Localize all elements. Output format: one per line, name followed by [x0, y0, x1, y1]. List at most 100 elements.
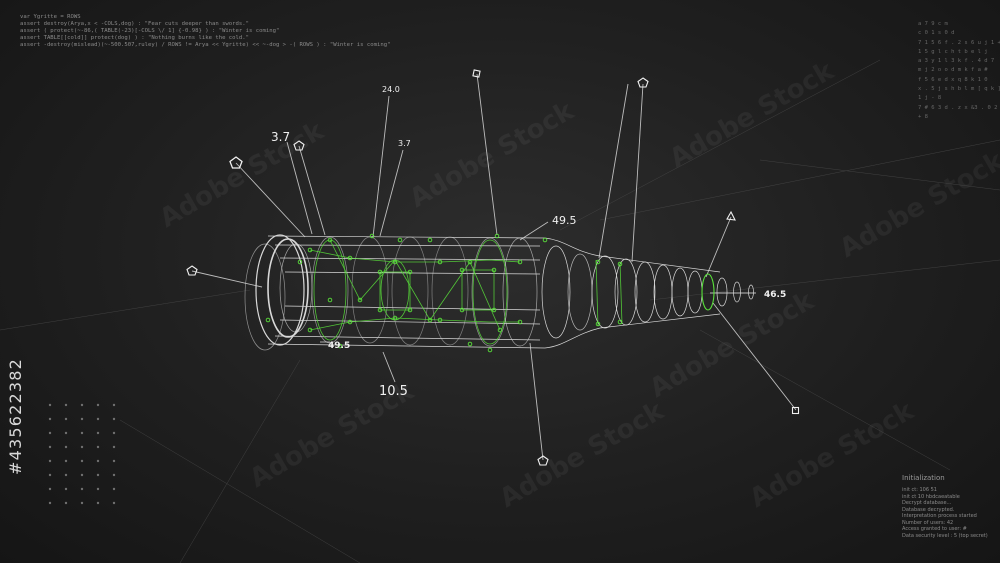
- grid-dot: [80, 417, 84, 421]
- grid-dot: [112, 431, 116, 435]
- grid-dot: [48, 487, 52, 491]
- grid-dot: [80, 473, 84, 477]
- mesh-node: [357, 297, 363, 303]
- mesh-node: [491, 267, 497, 273]
- mesh-node: [517, 259, 523, 265]
- text-line: assert TABLE[[cold]] protect(dog) ) : "N…: [20, 35, 250, 41]
- mesh-node: [459, 307, 465, 313]
- text-line: 1 5 g l c h t b e l j: [918, 48, 988, 55]
- measurement-label: 10.5: [379, 384, 408, 399]
- grid-dot: [64, 487, 68, 491]
- square-icon: [791, 406, 800, 415]
- grid-dot: [80, 501, 84, 505]
- pentagon-icon: [293, 140, 305, 151]
- mesh-node: [337, 343, 343, 349]
- mesh-node: [617, 261, 623, 267]
- dot-grid: [48, 403, 116, 505]
- text-line: Data security level : 5 (top secret): [902, 532, 988, 539]
- grid-dot: [96, 459, 100, 463]
- mesh-node: [392, 259, 398, 265]
- measurement-label: 49.5: [552, 214, 577, 227]
- grid-dot: [64, 445, 68, 449]
- grid-dot: [96, 445, 100, 449]
- mesh-node: [307, 247, 313, 253]
- text-line: assert ( protect(~-86,( TABLE(-23)[-COLS…: [20, 28, 280, 34]
- mesh-node: [437, 259, 443, 265]
- mesh-node: [595, 259, 601, 265]
- mesh-node: [392, 315, 398, 321]
- grid-dot: [48, 459, 52, 463]
- grid-dot: [64, 501, 68, 505]
- text-line: x . 5 j s h b l m [ q k ]: [918, 86, 1000, 93]
- grid-dot: [112, 445, 116, 449]
- square-icon: [472, 69, 481, 78]
- mesh-node: [491, 307, 497, 313]
- grid-dot: [64, 459, 68, 463]
- grid-dot: [80, 431, 84, 435]
- text-line: f 5 6 e d x q 8 k 1 0: [918, 76, 988, 83]
- grid-dot: [112, 403, 116, 407]
- mesh-node: [437, 317, 443, 323]
- grid-dot: [112, 501, 116, 505]
- mesh-node: [497, 327, 503, 333]
- wireframe-bottle: [244, 234, 754, 351]
- measurement-label: 46.5: [764, 290, 786, 300]
- text-line: a 7 9 c m: [918, 21, 948, 27]
- green-mesh: [309, 239, 623, 345]
- triangle-icon: [726, 210, 736, 221]
- mesh-node: [427, 237, 433, 243]
- grid-dot: [48, 403, 52, 407]
- mesh-node: [369, 233, 375, 239]
- mesh-node: [397, 237, 403, 243]
- measurement-label: 3.7: [398, 139, 411, 148]
- mesh-node: [595, 321, 601, 327]
- grid-dot: [96, 417, 100, 421]
- mesh-node: [517, 319, 523, 325]
- text-line: init ct 10 hbdcaeatable: [902, 493, 960, 500]
- grid-dot: [96, 487, 100, 491]
- mesh-node: [467, 259, 473, 265]
- pentagon-icon: [537, 455, 549, 466]
- mesh-node: [427, 317, 433, 323]
- pentagon-icon: [637, 77, 649, 88]
- mesh-node: [327, 237, 333, 243]
- measurement-label: 24.0: [382, 85, 400, 94]
- grid-dot: [80, 459, 84, 463]
- text-line: m j 2 o o d m k f a #: [918, 67, 988, 74]
- mesh-node: [407, 269, 413, 275]
- background-lines: [0, 59, 1000, 563]
- mesh-nodes: [265, 233, 623, 353]
- mesh-node: [347, 255, 353, 261]
- grid-dot: [64, 431, 68, 435]
- text-line: Database decrypted.: [902, 506, 955, 513]
- leader-lines: [191, 73, 797, 461]
- grid-dot: [112, 487, 116, 491]
- grid-dot: [96, 473, 100, 477]
- pentagon-icon: [186, 265, 198, 276]
- text-line: assert -destroy(mislead)(~-500.507,ruley…: [20, 42, 391, 48]
- grid-dot: [96, 403, 100, 407]
- mesh-node: [265, 317, 271, 323]
- grid-dot: [80, 487, 84, 491]
- mesh-node: [459, 267, 465, 273]
- measurement-label: 3.7: [271, 130, 290, 144]
- grid-dot: [112, 459, 116, 463]
- grid-dot: [48, 501, 52, 505]
- text-line: a 3 y 1 l 3 k f . 4 d 7: [918, 58, 995, 65]
- grid-dot: [48, 473, 52, 477]
- text-line: + 8: [918, 113, 928, 120]
- mesh-node: [347, 319, 353, 325]
- mesh-node: [487, 347, 493, 353]
- text-line: Decrypt database...: [902, 500, 952, 506]
- grid-dot: [64, 403, 68, 407]
- text-line: Number of users: 42: [902, 519, 954, 526]
- grid-dot: [64, 473, 68, 477]
- grid-dot: [64, 417, 68, 421]
- text-line: assert destroy(Arya,x < -COLS,dog) : "Fe…: [20, 21, 250, 27]
- grid-dot: [48, 417, 52, 421]
- grid-dot: [48, 431, 52, 435]
